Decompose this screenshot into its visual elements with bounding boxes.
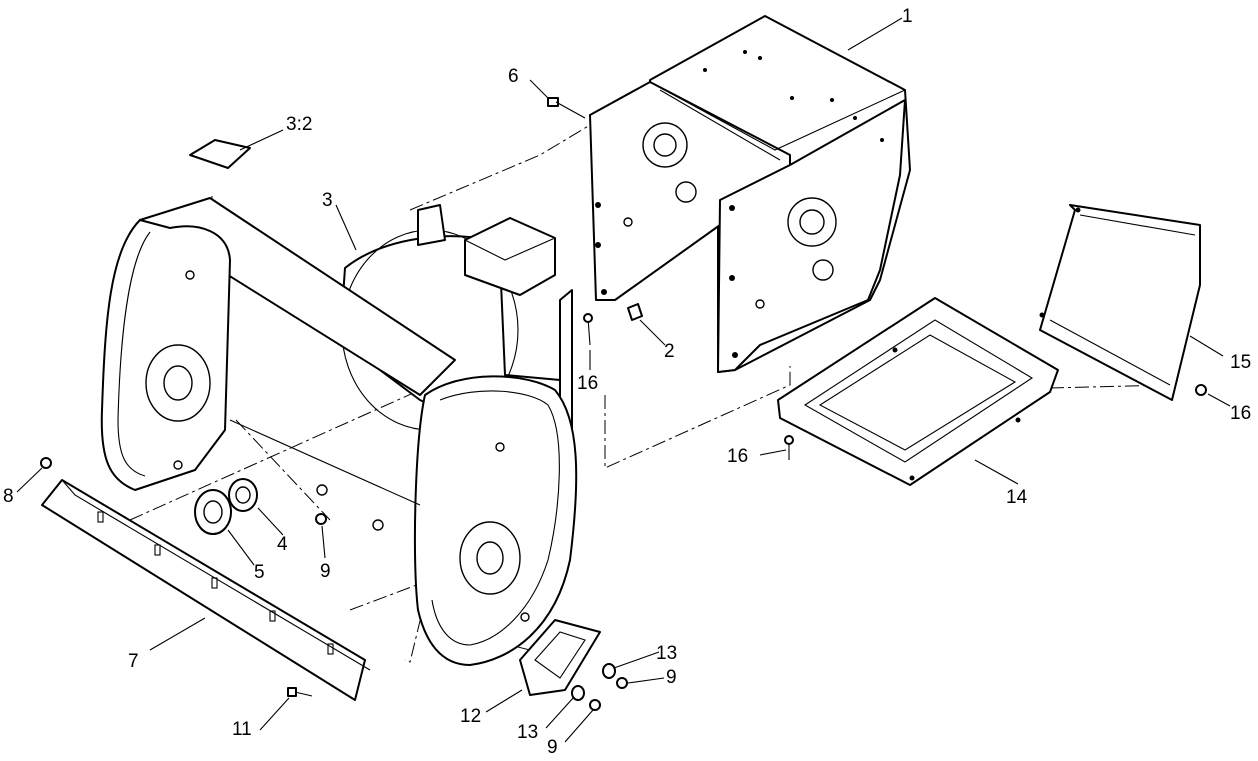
callout-16: 16 — [727, 446, 748, 467]
callout-9: 9 — [320, 561, 331, 582]
clip — [627, 303, 643, 321]
side-shield-plate — [1039, 204, 1201, 401]
callout-11: 11 — [232, 719, 252, 740]
bolt-11 — [287, 687, 313, 697]
skid-shoe — [519, 619, 601, 696]
callout-3-2: 3:2 — [286, 114, 312, 135]
callout-15: 15 — [1230, 352, 1251, 373]
callout-2: 2 — [664, 341, 675, 362]
frame-housing — [589, 15, 911, 373]
callout-13: 13 — [656, 643, 677, 664]
callout-16: 16 — [577, 373, 598, 394]
callout-3: 3 — [322, 190, 333, 211]
auger-housing-shell — [100, 197, 578, 666]
callout-9: 9 — [666, 667, 677, 688]
screw-6 — [547, 97, 586, 119]
callout-16: 16 — [1230, 403, 1251, 424]
callout-labels: 1 6 3:2 3 2 16 15 16 16 14 8 4 5 9 7 11 … — [3, 6, 1251, 758]
callout-13: 13 — [517, 722, 538, 743]
callout-5: 5 — [254, 562, 265, 583]
scraper-bar — [41, 479, 371, 701]
callout-14: 14 — [1006, 487, 1028, 508]
bolts-16 — [583, 313, 1207, 460]
washers-and-nuts — [571, 663, 628, 711]
nut-9 — [315, 513, 327, 525]
callout-7: 7 — [128, 651, 139, 672]
callout-8: 8 — [3, 486, 14, 507]
callout-4: 4 — [277, 534, 288, 555]
callout-9: 9 — [547, 737, 558, 758]
bearing-assembly — [194, 478, 258, 535]
bottom-cover-plate — [777, 297, 1059, 486]
leader-lines — [16, 17, 1231, 743]
callout-1: 1 — [902, 6, 913, 27]
decal — [189, 139, 251, 169]
callout-6: 6 — [508, 66, 519, 87]
callout-12: 12 — [460, 706, 481, 727]
carriage-bolt — [40, 457, 52, 469]
